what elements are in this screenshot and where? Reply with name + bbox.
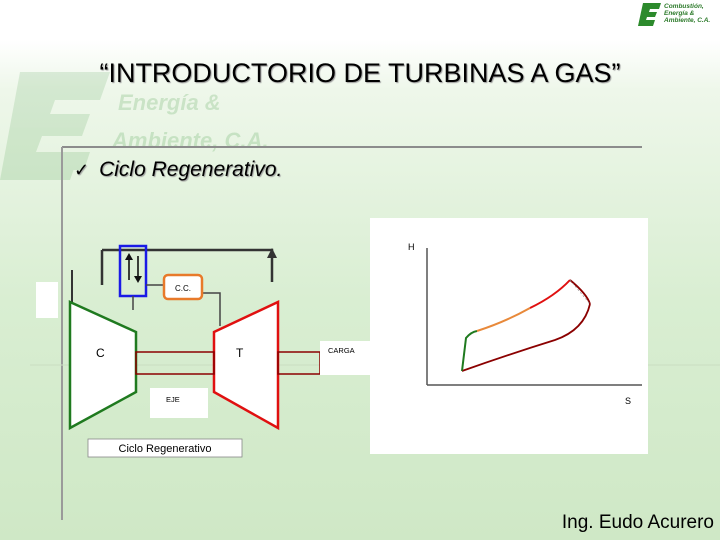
combustor-label: C.C. [175, 284, 191, 293]
logo-mark-icon [638, 3, 661, 26]
y-axis-label: H [408, 242, 415, 252]
ts-chart-svg: H S [408, 242, 642, 406]
combustion-curve [529, 279, 571, 309]
combustion-chamber [162, 273, 204, 301]
shaft-output [277, 351, 321, 375]
expansion-curve [569, 279, 591, 305]
flow-arrow-icon [267, 248, 277, 258]
shaft [135, 351, 215, 375]
compression-curve [461, 330, 478, 372]
logo-line-2: Energía & [664, 10, 695, 17]
regenerator-box [118, 244, 148, 298]
compressor-label: C [96, 346, 105, 360]
watermark-logo: Energía & Ambiente, C.A. [0, 72, 268, 180]
checkmark-icon: ✓ [74, 160, 90, 180]
ts-chart: H S [370, 218, 648, 454]
regen-down-arrow-icon [134, 276, 142, 283]
compressor [68, 300, 138, 431]
logo-line-1: Combustión, [664, 3, 704, 10]
footer-author: Ing. Eudo Acurero [561, 512, 714, 533]
x-axis-label: S [625, 396, 631, 406]
inlet-block [36, 282, 58, 318]
logo-line-3: Ambiente, C.A. [664, 17, 711, 24]
load-label: CARGA [328, 346, 355, 355]
shaft-label: EJE [166, 395, 180, 404]
bullet-item: ✓ Ciclo Regenerativo. [74, 158, 282, 182]
regen-up-arrow-icon [125, 253, 133, 260]
turbine-label: T [236, 346, 244, 360]
heat-rejection-curve [461, 303, 591, 372]
watermark-text-2: Ambiente, C.A. [111, 128, 268, 153]
load-box [320, 341, 370, 375]
regen-heating-curve [476, 307, 531, 332]
watermark-text-1: Energía & [118, 90, 221, 115]
bullet-text: Ciclo Regenerativo. [99, 158, 283, 181]
shaft-label-box [150, 388, 208, 418]
caption-box [87, 438, 243, 458]
diagram-caption: Ciclo Regenerativo [119, 443, 212, 455]
cycle-diagram: C.C. C T CARGA EJE Ciclo Regenerativo [36, 244, 370, 458]
slide-title: “INTRODUCTORIO DE TURBINAS A GAS” [99, 58, 621, 88]
turbine [212, 300, 280, 431]
company-logo: Combustión, Energía & Ambiente, C.A. [638, 2, 716, 30]
